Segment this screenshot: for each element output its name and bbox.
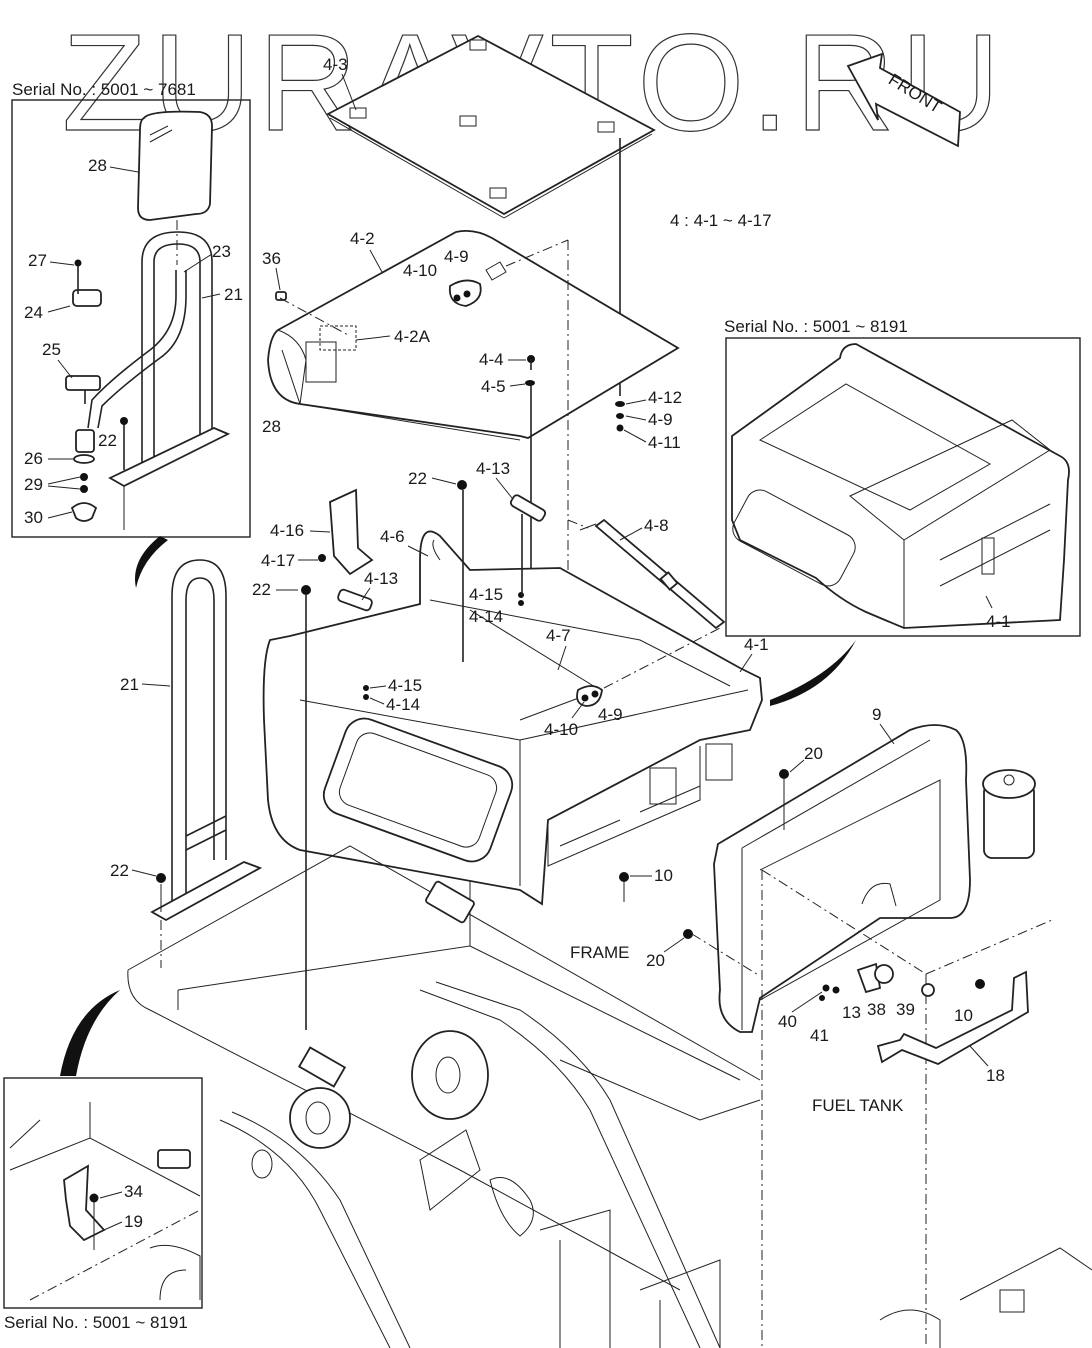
callout-34: 34 <box>124 1182 143 1201</box>
callout-38: 38 <box>867 1000 886 1019</box>
top-cover-plate: 4-3 <box>323 34 656 396</box>
inset-right-serial-label: Serial No. : 5001 ~ 8191 <box>724 317 908 336</box>
seat-stand: 22 4-13 4-16 4-17 4-6 22 4-13 4-8 4-15 4… <box>252 459 769 1030</box>
callout-30: 30 <box>24 508 43 527</box>
callout-24: 24 <box>24 303 43 322</box>
pointer-arc-right <box>770 640 856 706</box>
callout-4-14-b: 4-14 <box>386 695 420 714</box>
callout-10-b: 10 <box>954 1006 973 1025</box>
callout-4-6: 4-6 <box>380 527 405 546</box>
frame-label: FRAME <box>570 943 630 962</box>
callout-4-5: 4-5 <box>481 377 506 396</box>
callout-40: 40 <box>778 1012 797 1031</box>
callout-4-9-b: 4-9 <box>648 410 673 429</box>
callout-4-16: 4-16 <box>270 521 304 540</box>
callout-4-9: 4-9 <box>444 247 469 266</box>
callout-26: 26 <box>24 449 43 468</box>
mirror-part <box>137 110 213 221</box>
callout-4-2: 4-2 <box>350 229 375 248</box>
callout-21-main: 21 <box>120 675 139 694</box>
callout-4-2A: 4-2A <box>394 327 431 346</box>
callout-41: 41 <box>810 1026 829 1045</box>
callout-23: 23 <box>212 242 231 261</box>
callout-4-13-b: 4-13 <box>364 569 398 588</box>
side-cover: 9 20 10 20 40 13 38 39 41 10 18 <box>619 705 1053 1348</box>
callout-29: 29 <box>24 475 43 494</box>
handrail: 21 22 <box>110 559 263 968</box>
callout-4-9-c: 4-9 <box>598 705 623 724</box>
callout-22-b: 22 <box>252 580 271 599</box>
callout-4-7: 4-7 <box>546 626 571 645</box>
assembly-note: 4 : 4-1 ~ 4-17 <box>670 211 772 230</box>
callout-4-4: 4-4 <box>479 350 504 369</box>
callout-4-17: 4-17 <box>261 551 295 570</box>
callout-22-a: 22 <box>408 469 427 488</box>
callout-36: 36 <box>262 249 281 268</box>
callout-25: 25 <box>42 340 61 359</box>
callout-4-10-b: 4-10 <box>544 720 578 739</box>
callout-4-12: 4-12 <box>648 388 682 407</box>
callout-13: 13 <box>842 1003 861 1022</box>
inset-right-frame <box>725 337 1081 637</box>
inset-bottom-left: 34 19 Serial No. : 5001 ~ 8191 <box>3 1077 203 1332</box>
callout-19: 19 <box>124 1212 143 1231</box>
callout-22-main: 22 <box>110 861 129 880</box>
inset-frame <box>11 99 251 538</box>
callout-4-11: 4-11 <box>648 433 681 452</box>
pointer-arc <box>135 536 168 588</box>
filter-canister <box>982 769 1036 859</box>
callout-9: 9 <box>872 705 881 724</box>
callout-21: 21 <box>224 285 243 304</box>
inset-right: Serial No. : 5001 ~ 8191 4-1 <box>724 317 1081 637</box>
callout-28-hood: 28 <box>262 417 281 436</box>
callout-28: 28 <box>88 156 107 175</box>
callout-20-b: 20 <box>646 951 665 970</box>
callout-22: 22 <box>98 431 117 450</box>
callout-4-8: 4-8 <box>644 516 669 535</box>
callout-4-15-b: 4-15 <box>388 676 422 695</box>
inset-top-left: Serial No. : 5001 ~ 7681 28 27 23 21 <box>11 80 251 538</box>
inset-serial-label: Serial No. : 5001 ~ 7681 <box>12 80 196 99</box>
callout-4-14-a: 4-14 <box>469 607 503 626</box>
callout-20-a: 20 <box>804 744 823 763</box>
callout-4-13-a: 4-13 <box>476 459 510 478</box>
hood-cover: 36 4-2 4-10 4-9 4-2A 28 4-4 4-5 4-12 4-9… <box>262 229 682 732</box>
inset-bl-frame <box>3 1077 203 1309</box>
callout-27: 27 <box>28 251 47 270</box>
callout-39: 39 <box>896 1000 915 1019</box>
pointer-arc-bottom <box>60 990 120 1076</box>
upper-frame <box>127 845 1092 1348</box>
callout-4-1: 4-1 <box>744 635 769 654</box>
callout-10-a: 10 <box>654 866 673 885</box>
callout-18: 18 <box>986 1066 1005 1085</box>
callout-4-1-inset: 4-1 <box>986 612 1011 631</box>
inset-bl-serial-label: Serial No. : 5001 ~ 8191 <box>4 1313 188 1332</box>
fuel-tank-label: FUEL TANK <box>812 1096 904 1115</box>
callout-4-10: 4-10 <box>403 261 437 280</box>
callout-4-3: 4-3 <box>323 55 348 74</box>
callout-4-15-a: 4-15 <box>469 585 503 604</box>
